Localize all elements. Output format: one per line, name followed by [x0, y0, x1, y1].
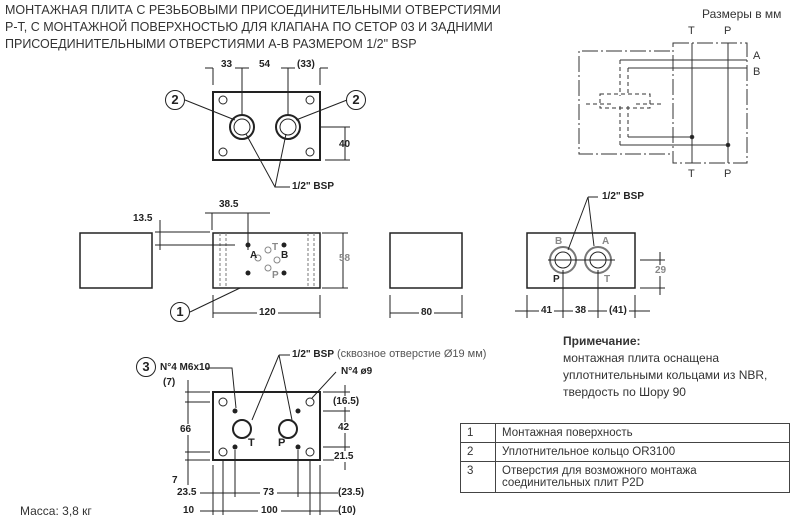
legend-number: 2 [460, 442, 496, 462]
legend-number: 3 [460, 461, 496, 493]
dim-7: 7 [172, 475, 178, 486]
dim-40: 40 [339, 139, 351, 150]
dim-7a: (7) [163, 377, 176, 388]
side-thread-label: 1/2" BSP [602, 191, 644, 202]
hydraulic-schematic [578, 42, 748, 164]
port-p: P [272, 270, 279, 281]
dim-10b: (10) [338, 505, 356, 516]
side-t: T [604, 274, 611, 285]
dim-16-5: (16.5) [333, 396, 360, 407]
note-line: уплотнительными кольцами из NBR, [563, 368, 768, 382]
dim-23-5b: (23.5) [338, 487, 365, 498]
dim-58: 58 [339, 253, 351, 264]
dim-42: 42 [338, 422, 350, 433]
top-view [184, 67, 350, 188]
schematic-a: A [753, 50, 761, 62]
bottom-port-t: T [248, 437, 255, 449]
dim-41b: (41) [607, 305, 629, 316]
bottom-thread-label: 1/2" BSP [292, 349, 334, 360]
legend-number: 1 [460, 423, 496, 443]
dim-23-5: 23.5 [177, 487, 197, 498]
m6-label: N°4 M6x10 [160, 362, 211, 373]
note-line: твердость по Шору 90 [563, 385, 686, 399]
dim-73: 73 [260, 487, 278, 498]
title-line-2: Р-Т, С МОНТАЖНОЙ ПОВЕРХНОСТЬЮ ДЛЯ КЛАПАН… [5, 20, 493, 34]
dim-33b: (33) [297, 59, 315, 70]
dim-100: 100 [258, 505, 281, 516]
schematic-b: B [753, 66, 761, 78]
units-label: Размеры в мм [702, 7, 782, 21]
title-line-3: ПРИСОЕДИНИТЕЛЬНЫМИ ОТВЕРСТИЯМИ А-В РАЗМЕ… [5, 37, 417, 51]
port-b: B [281, 250, 289, 261]
schematic-p-top: P [724, 25, 732, 37]
note-line: монтажная плита оснащена [563, 351, 720, 365]
legend-text: Отверстия для возможного монтажа соедини… [495, 461, 790, 493]
dim-38: 38 [573, 305, 589, 316]
balloon-2-left: 2 [165, 90, 185, 110]
legend-text: Уплотнительное кольцо OR3100 [495, 442, 790, 462]
port-t: T [272, 242, 279, 253]
note-heading: Примечание: [563, 334, 641, 348]
dim-120: 120 [257, 307, 278, 318]
schematic-t-bottom: T [688, 168, 695, 180]
mass-label: Масса: 3,8 кг [20, 504, 92, 518]
side-p: P [553, 274, 560, 285]
dim-21-5: 21.5 [334, 451, 354, 462]
bottom-port-p: P [278, 437, 286, 449]
schematic-t-top: T [688, 25, 695, 37]
bottom-view [185, 354, 350, 515]
side-b: B [555, 236, 563, 247]
title-line-1: МОНТАЖНАЯ ПЛИТА С РЕЗЬБОВЫМИ ПРИСОЕДИНИТ… [5, 3, 501, 17]
dim-33: 33 [221, 59, 233, 70]
balloon-3: 3 [136, 357, 156, 377]
legend-text: Монтажная поверхность [495, 423, 790, 443]
balloon-1: 1 [170, 302, 190, 322]
dim-80: 80 [419, 307, 435, 318]
dim-13-5: 13.5 [133, 213, 153, 224]
dim-29: 29 [655, 265, 667, 276]
schematic-p-bottom: P [724, 168, 732, 180]
balloon-2-right: 2 [346, 90, 366, 110]
dim-54: 54 [259, 59, 271, 70]
thread-note: (сквозное отверстие Ø19 мм) [337, 348, 487, 360]
dim-10: 10 [183, 505, 195, 516]
port-a: A [250, 250, 258, 261]
d9-label: N°4 ø9 [341, 366, 373, 377]
middle-views [79, 196, 665, 318]
thread-label: 1/2" BSP [292, 181, 334, 192]
dim-66: 66 [180, 424, 192, 435]
dim-38-5: 38.5 [219, 199, 239, 210]
dim-41: 41 [539, 305, 555, 316]
side-a: A [602, 236, 610, 247]
